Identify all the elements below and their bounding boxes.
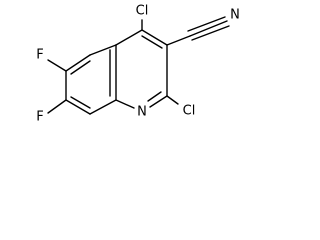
- bond-c2-n1-inner: [147, 91, 162, 102]
- bond-c3-cn: [166, 35, 191, 46]
- quinoline-structure-diagram: Cl Cl F F N N: [36, 4, 240, 125]
- bond-n1-c8a: [115, 99, 135, 109]
- benzo-ring: [65, 44, 117, 115]
- chlorine-top-label: Cl: [136, 4, 149, 19]
- bond-c7-f: [47, 99, 67, 114]
- chlorine-bottom-label: Cl: [183, 104, 196, 119]
- bond-c4a-c4: [115, 29, 143, 46]
- bond-c6-f: [47, 59, 67, 72]
- bond-c2-n1: [149, 95, 168, 108]
- fluorine-upper-label: F: [36, 48, 43, 63]
- bond-c2-cl: [166, 95, 179, 105]
- triple-bond-line-2: [187, 16, 226, 32]
- nitrile-nitrogen-label: N: [230, 8, 240, 23]
- bond-c7-c8-inner: [70, 96, 91, 109]
- bond-c5-c6-inner: [70, 60, 91, 75]
- ring-nitrogen-label: N: [137, 105, 147, 120]
- bond-c4-c3: [141, 29, 168, 46]
- bond-c4a-c5: [89, 44, 117, 56]
- substituent-bonds: [47, 19, 179, 114]
- pyridine-ring: [115, 29, 168, 109]
- bond-c5-c6: [65, 54, 91, 72]
- nitrile-triple-bond: [166, 16, 230, 46]
- fluorine-lower-label: F: [36, 110, 43, 125]
- atom-labels: Cl Cl F F N N: [36, 4, 240, 125]
- bond-c8-c8a: [89, 99, 117, 115]
- bond-c4-c3-inner: [141, 35, 163, 49]
- triple-bond-line-3: [191, 25, 230, 41]
- bond-c7-c8: [65, 99, 91, 115]
- triple-bond-line-1: [189, 20, 228, 37]
